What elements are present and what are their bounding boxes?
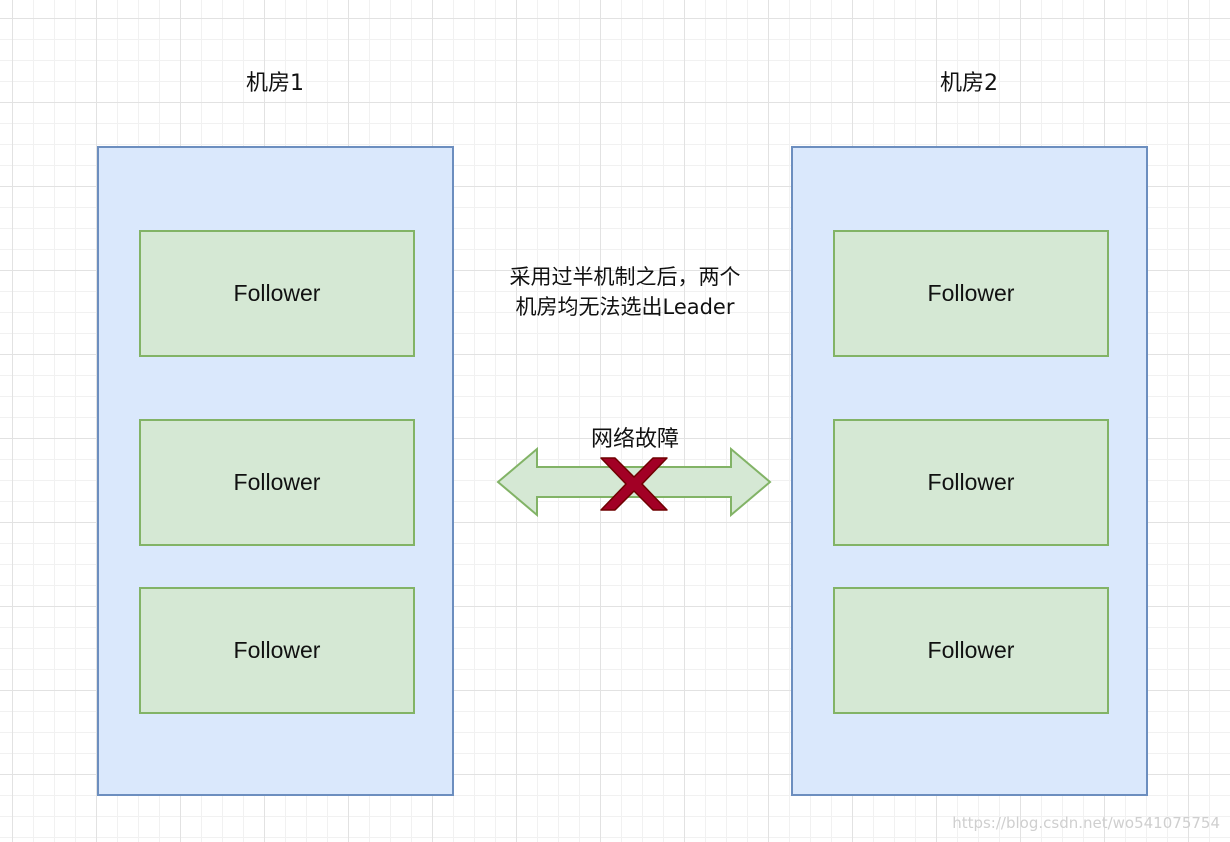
network-link bbox=[496, 446, 772, 518]
network-fault-label: 网络故障 bbox=[590, 427, 679, 452]
room-1-node-1: Follower bbox=[139, 230, 415, 357]
node-label: Follower bbox=[927, 469, 1015, 495]
cross-icon bbox=[600, 457, 668, 511]
quorum-note-line-1: 采用过半机制之后，两个 bbox=[509, 265, 741, 289]
node-label: Follower bbox=[927, 637, 1015, 663]
quorum-note: 采用过半机制之后，两个 机房均无法选出Leader bbox=[470, 262, 780, 322]
room-1-node-2: Follower bbox=[139, 419, 415, 546]
room-2-title: 机房2 bbox=[940, 71, 998, 96]
node-label: Follower bbox=[233, 280, 321, 306]
node-label: Follower bbox=[927, 280, 1015, 306]
room-1-title: 机房1 bbox=[246, 71, 304, 96]
room-1-container: Follower Follower Follower bbox=[97, 146, 454, 796]
room-2-container: Follower Follower Follower bbox=[791, 146, 1148, 796]
room-1-node-3: Follower bbox=[139, 587, 415, 714]
watermark: https://blog.csdn.net/wo541075754 bbox=[952, 814, 1220, 832]
node-label: Follower bbox=[233, 637, 321, 663]
room-2-node-2: Follower bbox=[833, 419, 1109, 546]
quorum-note-line-2: 机房均无法选出Leader bbox=[515, 295, 735, 319]
node-label: Follower bbox=[233, 469, 321, 495]
room-2-node-1: Follower bbox=[833, 230, 1109, 357]
room-2-node-3: Follower bbox=[833, 587, 1109, 714]
